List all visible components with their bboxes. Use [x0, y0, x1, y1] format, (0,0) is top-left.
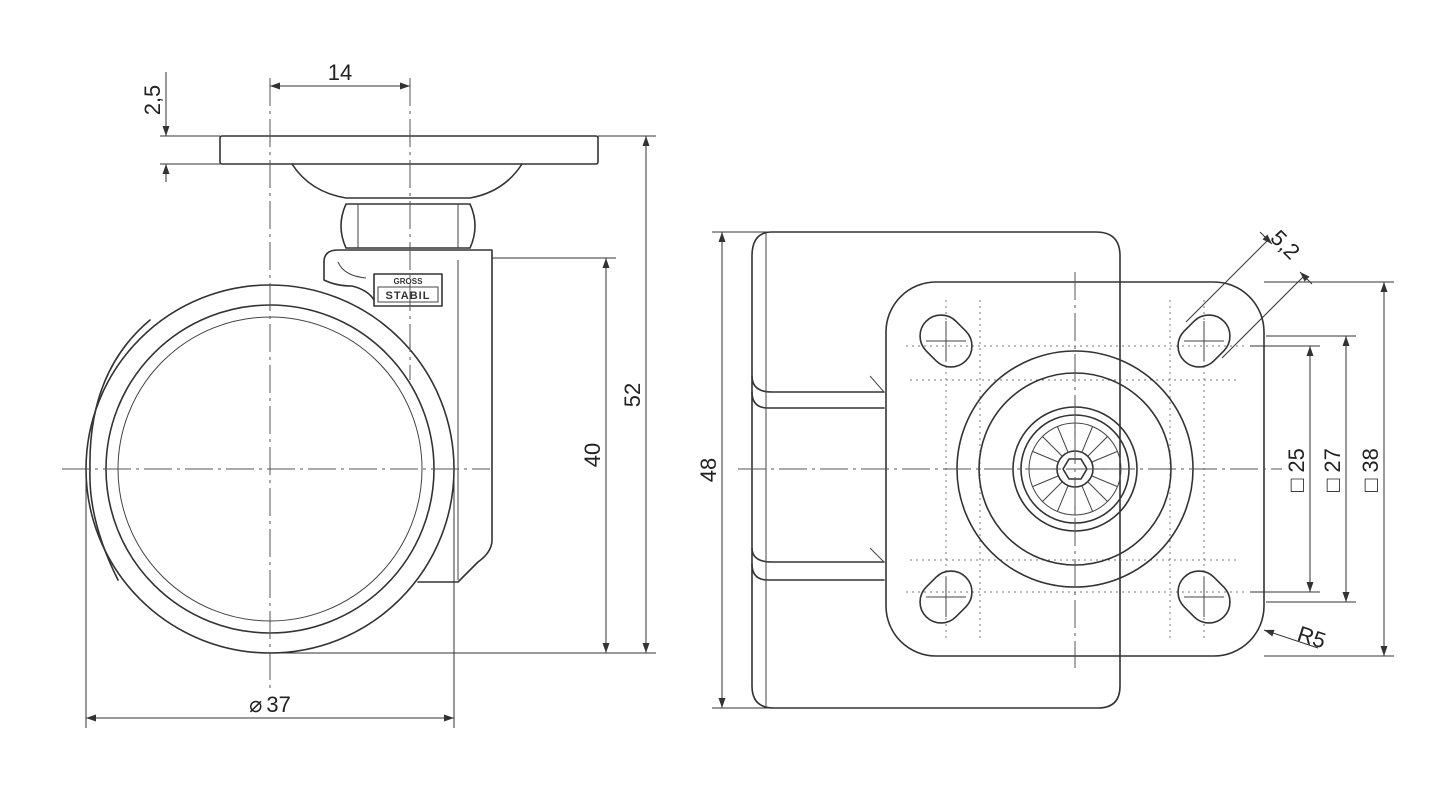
side-fork-housing: [323, 249, 493, 583]
top-hole-tl: [919, 314, 973, 368]
hub-spoke: [1056, 426, 1069, 453]
hub-spoke: [1091, 450, 1118, 463]
dim-hole-diameter: 5,2: [1266, 225, 1305, 264]
dim-corner-radius: R5: [1294, 621, 1328, 653]
hub-spoke: [1032, 475, 1059, 488]
top-view: 48 □25 □27 □38 5,2 R5: [696, 225, 1394, 709]
hub-spoke: [1087, 436, 1108, 457]
hub-spoke: [1042, 481, 1063, 502]
top-hole-bl: [919, 570, 973, 624]
dim-overall-width: 48: [696, 458, 721, 482]
side-plate-cone: [291, 163, 523, 199]
svg-text:STABIL: STABIL: [386, 290, 431, 302]
dim-wheel-center-height: 40: [580, 443, 605, 467]
hub-spoke: [1042, 436, 1063, 457]
dim-wheel-diameter: ⌀37: [249, 692, 291, 717]
hub-spoke: [1087, 481, 1108, 502]
side-wheel-tread: [89, 319, 151, 581]
hub-spoke: [1081, 485, 1094, 512]
gross-stabil-logo: GROSS STABIL: [373, 273, 443, 307]
dim-overall-height: 52: [620, 383, 645, 407]
top-hole-br: [1177, 570, 1231, 624]
hub-spoke: [1056, 485, 1069, 512]
svg-text:GROSS: GROSS: [394, 277, 424, 286]
side-swivel-collar: [340, 203, 476, 249]
hub-spoke: [1081, 426, 1094, 453]
top-wheel-body: [751, 231, 1121, 709]
dim-plate-thickness: 2,5: [140, 85, 165, 116]
side-top-plate: [219, 135, 599, 165]
top-hole-tr: [1177, 314, 1231, 368]
dim-hole-spacing-outer: □27: [1320, 448, 1345, 492]
side-view: GROSS STABIL 14 2,5 52 40: [62, 60, 656, 728]
dim-plate-size: □38: [1358, 448, 1383, 492]
hub-spoke: [1091, 475, 1118, 488]
dim-hole-spacing-inner: □25: [1284, 448, 1309, 492]
hub-spoke: [1032, 450, 1059, 463]
dim-axle-offset: 14: [328, 60, 352, 85]
